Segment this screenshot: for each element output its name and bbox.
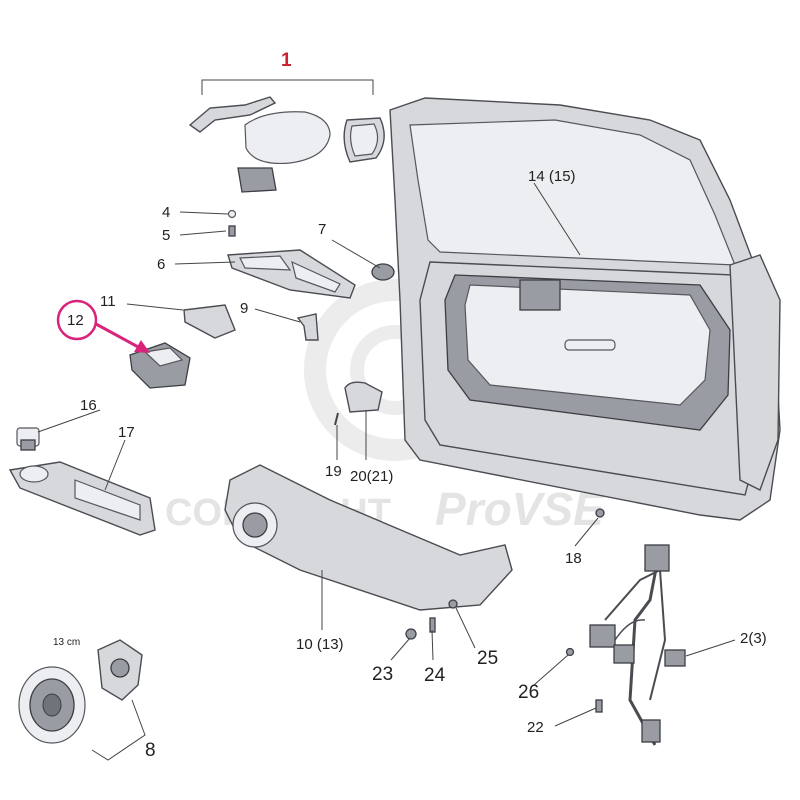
window-regulator xyxy=(589,544,686,746)
trim-strip-17 xyxy=(8,461,156,536)
leader-lines xyxy=(37,79,736,761)
callout-17: 17 xyxy=(118,424,135,441)
callout-4: 4 xyxy=(162,204,170,221)
watermark-brand: ProVSE xyxy=(435,483,605,535)
callout-23: 23 xyxy=(372,664,393,685)
handle-parts-11-12 xyxy=(129,304,236,389)
callout-12: 12 xyxy=(67,312,84,329)
callout-1: 1 xyxy=(281,50,292,71)
inner-handle-20 xyxy=(344,381,383,413)
callout-8: 8 xyxy=(145,740,156,761)
callout-25: 25 xyxy=(477,648,498,669)
clip-16 xyxy=(16,427,40,451)
speaker-8 xyxy=(18,639,143,744)
callout-14: 14 (15) xyxy=(528,168,576,185)
callout-20: 20(21) xyxy=(350,468,393,485)
callout-6: 6 xyxy=(157,256,165,273)
callout-22: 22 xyxy=(527,719,544,736)
callout-2: 2(3) xyxy=(740,630,767,647)
callout-labels: 1 2(3) 4 5 6 7 8 9 10 (13) 11 12 14 (15)… xyxy=(53,50,767,761)
fasteners-loose xyxy=(405,508,605,713)
callout-24: 24 xyxy=(424,665,446,686)
callout-9: 9 xyxy=(240,300,248,317)
armrest-10 xyxy=(224,464,513,611)
callout-7: 7 xyxy=(318,221,326,238)
callout-26: 26 xyxy=(518,682,539,703)
leader-1 xyxy=(201,79,374,95)
cap-7 xyxy=(371,263,395,281)
callout-19: 19 xyxy=(325,463,342,480)
leader-8 xyxy=(91,699,146,761)
callout-18: 18 xyxy=(565,550,582,567)
size-note: 13 cm xyxy=(53,637,80,648)
screw-19 xyxy=(334,412,339,426)
callout-5: 5 xyxy=(162,227,170,244)
mirror-assembly xyxy=(188,96,385,193)
trim-strip-6 xyxy=(227,249,356,299)
callout-12-highlight xyxy=(56,299,150,353)
bracket-9 xyxy=(296,313,319,341)
door-shell xyxy=(389,97,781,521)
callout-11: 11 xyxy=(100,293,116,310)
callout-10: 10 (13) xyxy=(296,636,344,653)
fasteners-4-5 xyxy=(227,209,237,237)
callout-16: 16 xyxy=(80,397,97,414)
